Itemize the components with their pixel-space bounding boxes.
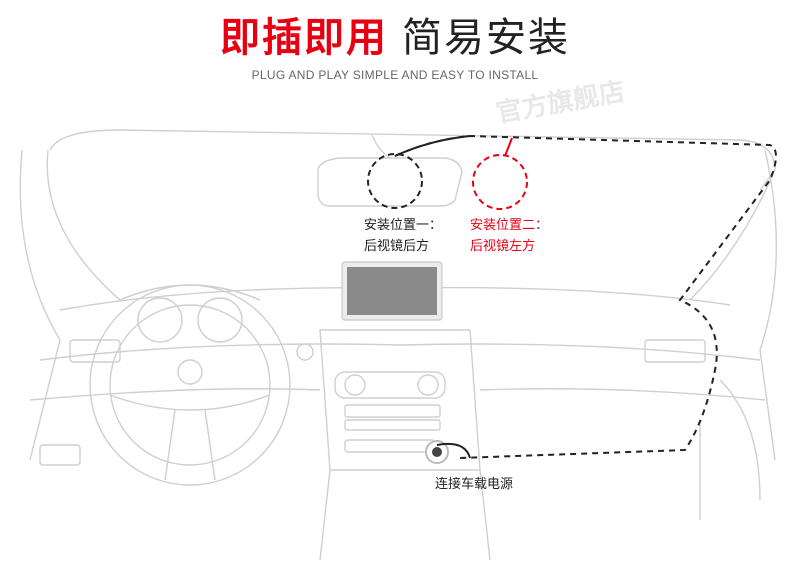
power-label: 连接车载电源 bbox=[435, 474, 513, 495]
position-two-line1: 安装位置二： bbox=[470, 215, 548, 236]
position-one-circle bbox=[368, 154, 422, 208]
steering-wheel bbox=[90, 285, 290, 485]
cable-route-dashed bbox=[395, 136, 776, 458]
mirror-mount bbox=[372, 135, 390, 158]
position-two-label: 安装位置二： 后视镜左方 bbox=[470, 215, 548, 257]
position-two-pointer bbox=[505, 138, 512, 156]
position-one-line1: 安装位置一： bbox=[364, 215, 442, 236]
center-console bbox=[320, 330, 480, 470]
left-vent bbox=[70, 340, 120, 362]
power-plug-icon bbox=[432, 447, 442, 457]
position-one-line2: 后视镜后方 bbox=[364, 236, 442, 257]
cable-route-solid bbox=[395, 136, 470, 156]
position-two-line2: 后视镜左方 bbox=[470, 236, 548, 257]
dashboard-screen bbox=[347, 267, 437, 315]
position-one-label: 安装位置一： 后视镜后方 bbox=[364, 215, 442, 257]
position-two-circle bbox=[473, 155, 527, 209]
rear-view-mirror bbox=[318, 158, 462, 206]
left-pillar bbox=[20, 150, 60, 460]
